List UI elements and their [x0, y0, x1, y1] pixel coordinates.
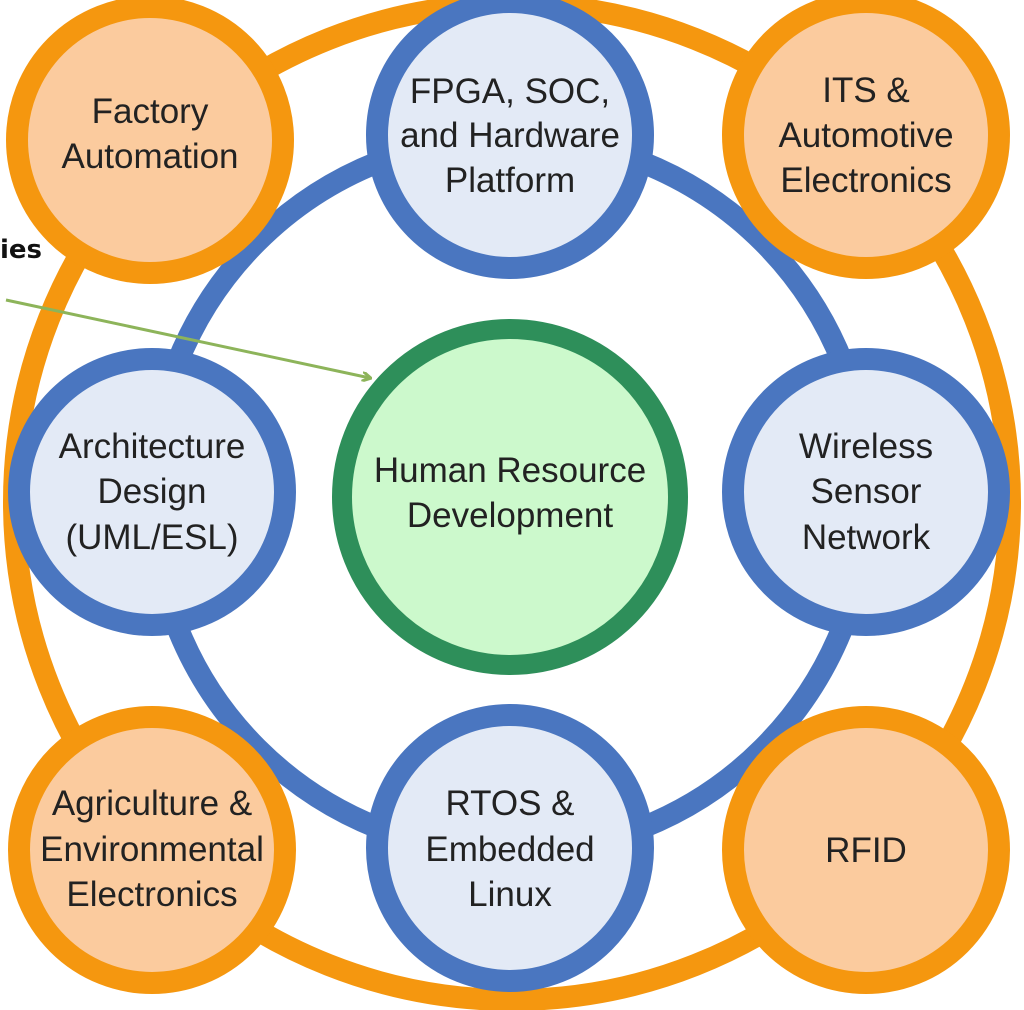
partial-label: ies — [0, 235, 42, 265]
arrow — [5, 298, 370, 378]
app-rfid: RFID — [722, 706, 1010, 994]
svg-text:RFID: RFID — [825, 831, 907, 870]
